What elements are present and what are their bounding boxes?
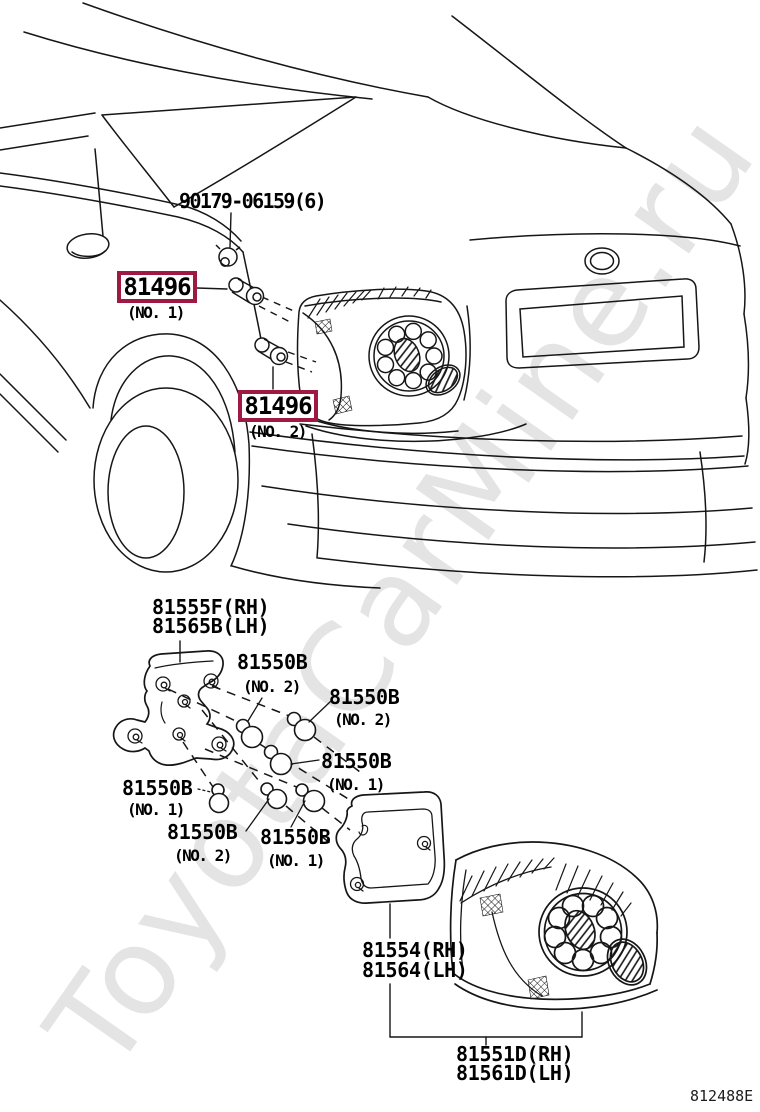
part-number-bulb-bottom-right: 81550B	[260, 825, 331, 849]
screw-insert-dashes	[258, 296, 317, 373]
bulb-icon-top-right	[286, 711, 317, 742]
part-position-bulb-bottom-center: (NO. 2)	[174, 846, 232, 865]
part-position-screw-no1: (NO. 1)	[127, 303, 185, 322]
lens-gasket-part	[335, 791, 446, 939]
part-position-bulb-mid-right: (NO. 1)	[327, 775, 385, 794]
part-position-bulb-left: (NO. 1)	[127, 800, 185, 819]
screw-icon-2	[254, 337, 289, 366]
bulb-icon-left	[208, 783, 230, 814]
bulb-label-leaders	[197, 697, 332, 832]
highlighted-part-screw-no1[interactable]: 81496	[117, 271, 197, 303]
socket-bracket-part	[112, 640, 235, 766]
part-position-screw-no2: (NO. 2)	[249, 422, 307, 441]
part-number-lamp-body-lh: 81561D(LH)	[456, 1061, 574, 1085]
part-number-bulb-bottom-center: 81550B	[167, 820, 238, 844]
screw-icon-1	[228, 277, 265, 306]
bulb-icons	[208, 711, 326, 814]
label-bracket-lines	[389, 983, 583, 1046]
part-number-bulb-left: 81550B	[122, 776, 193, 800]
part-position-bulb-top-center: (NO. 2)	[243, 677, 301, 696]
car-body-outline	[0, 2, 758, 589]
lamp-fin-hatch	[307, 286, 432, 319]
part-number-lamp-body-rh: 81551D(RH)	[456, 1042, 574, 1066]
part-number-gasket-rh: 81554(RH)	[362, 938, 468, 962]
part-number-bulb-mid-right: 81550B	[321, 749, 392, 773]
lamp-body-part	[449, 841, 659, 1011]
part-number-bulb-top-right: 81550B	[329, 685, 400, 709]
bulb-icon-mid-right	[263, 744, 293, 776]
part-number-bracket-rh: 81555F(RH)	[152, 595, 270, 619]
part-position-bulb-bottom-right: (NO. 1)	[267, 851, 325, 870]
part-position-bulb-top-right: (NO. 2)	[334, 710, 392, 729]
highlighted-part-screw-no2[interactable]: 81496	[238, 390, 318, 422]
bulb-icon-bottom-right	[295, 783, 326, 813]
leader-lines-top	[196, 212, 274, 390]
part-number-bulb-top-center: 81550B	[237, 650, 308, 674]
bulb-icon-bottom-center	[260, 782, 288, 810]
nut-icon	[215, 244, 241, 267]
part-number-gasket-lh: 81564(LH)	[362, 958, 468, 982]
bulb-icon-top-center	[235, 718, 264, 749]
car-tail-lamp	[296, 286, 527, 443]
part-number-bracket-lh: 81565B(LH)	[152, 614, 270, 638]
part-number-nut: 90179-06159(6)	[179, 189, 327, 213]
drawing-code: 812488E	[690, 1087, 754, 1105]
